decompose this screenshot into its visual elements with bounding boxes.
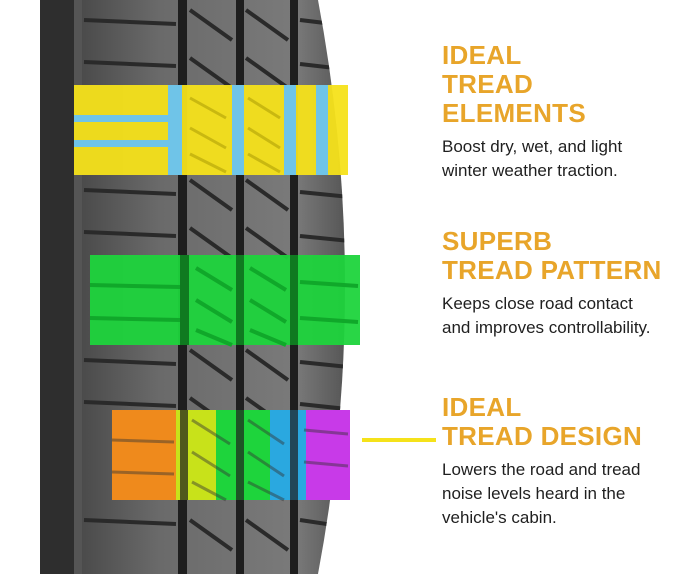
callout-heading: IDEAL TREAD DESIGN	[442, 392, 643, 451]
callout-tread-elements: IDEAL TREAD ELEMENTS Boost dry, wet, and…	[442, 41, 622, 183]
callout-description: Boost dry, wet, and light winter weather…	[442, 137, 623, 180]
callout-description: Keeps close road contact and improves co…	[442, 294, 651, 337]
callout-heading: IDEAL TREAD ELEMENTS	[442, 40, 586, 128]
callout-description: Lowers the road and tread noise levels h…	[442, 460, 641, 527]
callout-tread-pattern: SUPERB TREAD PATTERN Keeps close road co…	[442, 227, 662, 340]
callout-heading: SUPERB TREAD PATTERN	[442, 226, 662, 285]
highlight-tread-elements	[74, 85, 436, 175]
callout-tread-design: IDEAL TREAD DESIGN Lowers the road and t…	[442, 393, 642, 530]
highlight-tread-design	[111, 410, 436, 502]
highlight-tread-pattern	[89, 255, 436, 347]
